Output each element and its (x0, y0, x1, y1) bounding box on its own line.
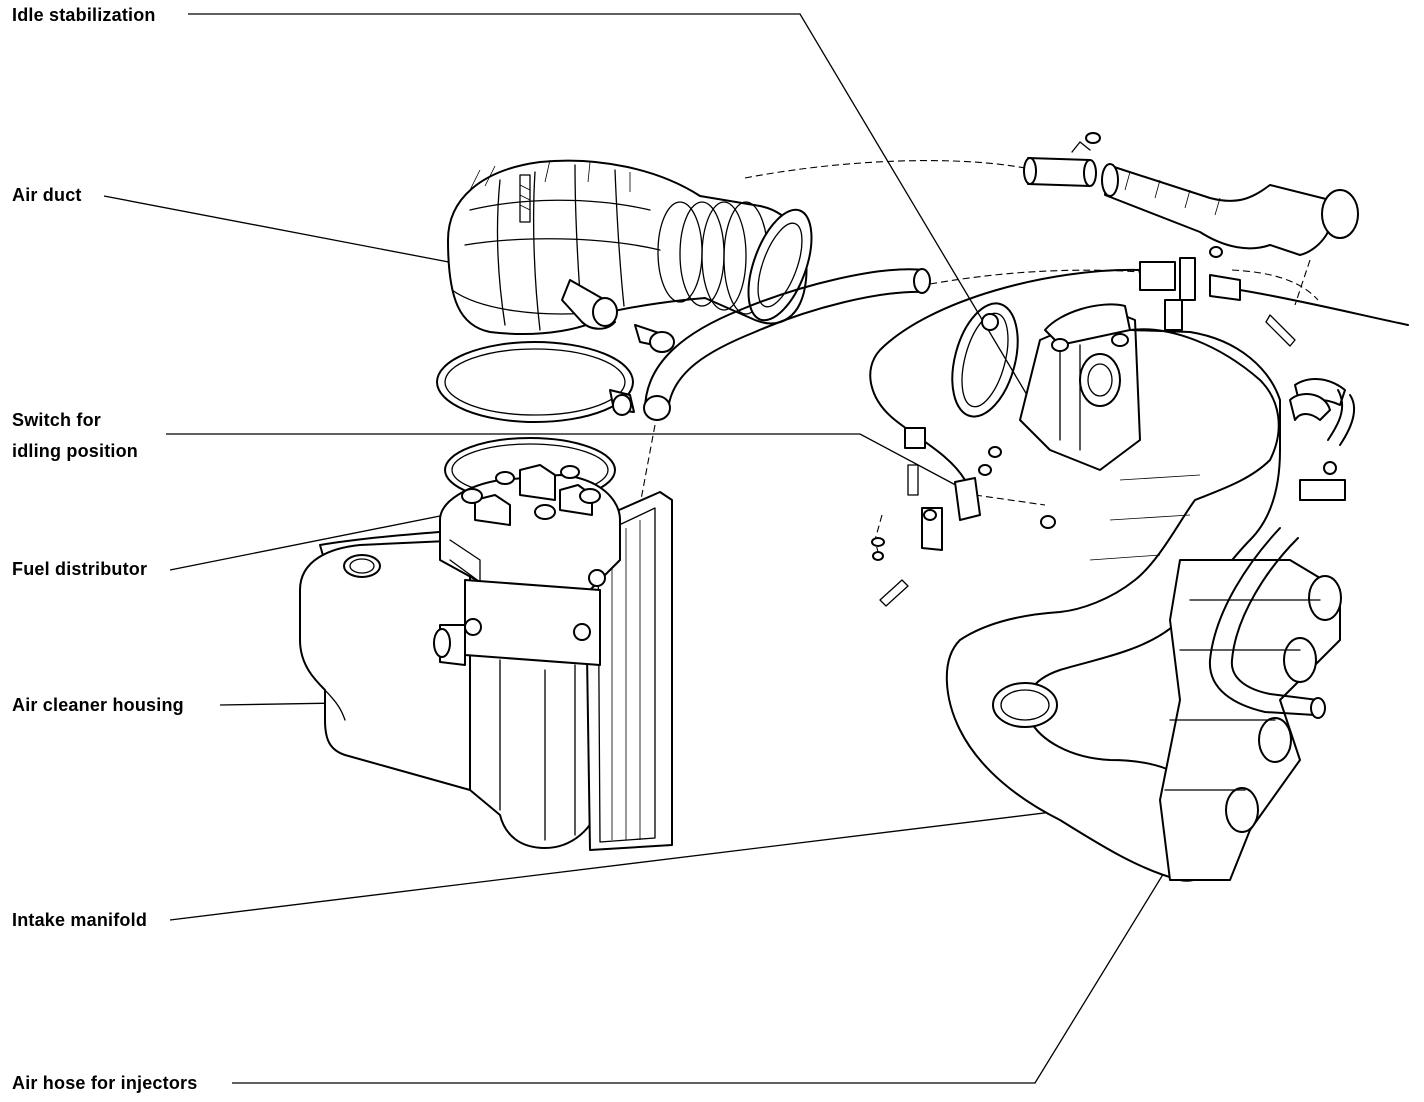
label-intake-manifold: Intake manifold (12, 910, 148, 930)
leader-air-duct (103, 195, 481, 269)
air-duct (447, 159, 813, 335)
leader-idle-stabilization (188, 13, 1031, 401)
air-cleaner-housing (299, 491, 673, 851)
air-hose-injectors (1208, 527, 1326, 719)
label-fuel-distributor: Fuel distributor (12, 559, 148, 579)
throttle-body (1019, 303, 1141, 471)
label-air-duct: Air duct (12, 185, 82, 205)
curved-hose (643, 268, 931, 421)
idle-switch-hardware (871, 427, 1056, 607)
hose-clamp (436, 341, 635, 423)
right-fittings (1289, 378, 1356, 501)
label-switch-line2: idling position (12, 441, 138, 461)
fuel-distributor (433, 437, 621, 666)
leader-intake-manifold (169, 799, 1151, 921)
intake-manifold (945, 328, 1342, 882)
loose-bolt (634, 324, 675, 353)
idle-stabilization-gasket (951, 302, 1019, 418)
label-air-cleaner-housing: Air cleaner housing (12, 695, 184, 715)
upper-pipe-assembly (1023, 132, 1359, 256)
label-air-hose-injectors: Air hose for injectors (12, 1073, 198, 1093)
label-switch-line1: Switch for (12, 410, 102, 430)
leader-fuel-distributor (169, 509, 471, 571)
leader-switch (166, 433, 966, 491)
label-idle-stabilization: Idle stabilization (12, 5, 156, 25)
wiring-harness (869, 246, 1409, 481)
